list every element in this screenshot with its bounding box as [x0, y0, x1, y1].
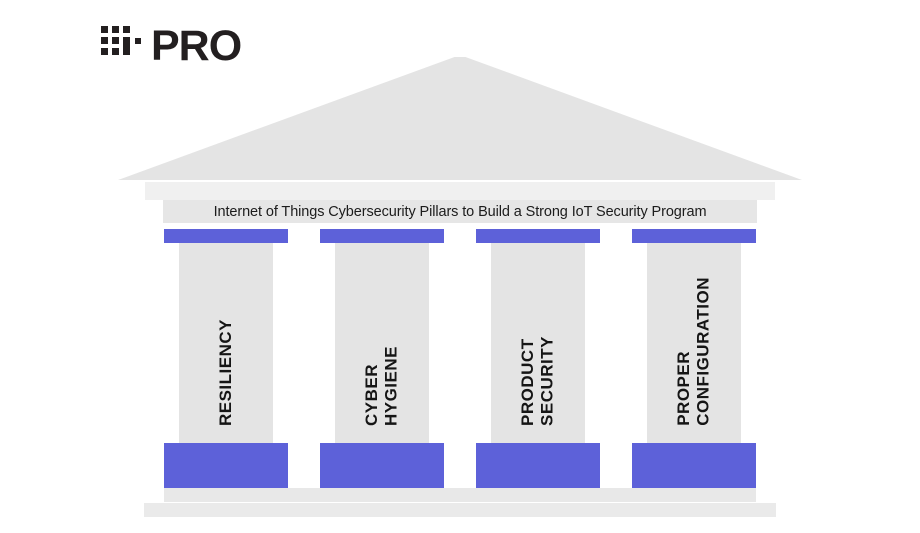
- i-pro-logo: PRO: [101, 22, 242, 71]
- pillar-base: [476, 443, 600, 488]
- temple-step-lower: [144, 503, 776, 517]
- pillar-cyber-hygiene: CYBER HYGIENE: [320, 229, 444, 488]
- banner-bar: Internet of Things Cybersecurity Pillars…: [163, 200, 757, 223]
- temple-roof-pediment: [118, 57, 802, 180]
- i-pro-logo-text: PRO: [151, 22, 242, 71]
- pillar-shaft: RESILIENCY: [179, 243, 273, 443]
- pillar-capital: [476, 229, 600, 243]
- pillar-capital: [632, 229, 756, 243]
- pillar-proper-configuration: PROPER CONFIGURATION: [632, 229, 756, 488]
- banner-title: Internet of Things Cybersecurity Pillars…: [213, 203, 707, 220]
- pillar-shaft: CYBER HYGIENE: [335, 243, 429, 443]
- temple-step-upper: [164, 488, 756, 502]
- pillar-label-proper-configuration: PROPER CONFIGURATION: [674, 277, 713, 426]
- temple-architrave: [145, 182, 775, 200]
- pillar-label-cyber-hygiene: CYBER HYGIENE: [362, 345, 401, 426]
- pillar-capital: [320, 229, 444, 243]
- pillar-base: [320, 443, 444, 488]
- pillar-resiliency: RESILIENCY: [164, 229, 288, 488]
- pillar-label-resiliency: RESILIENCY: [216, 318, 236, 426]
- pillar-label-product-security: PRODUCT SECURITY: [518, 336, 557, 426]
- pillar-shaft: PROPER CONFIGURATION: [647, 243, 741, 443]
- pillar-capital: [164, 229, 288, 243]
- pillar-base: [164, 443, 288, 488]
- pillar-shaft: PRODUCT SECURITY: [491, 243, 585, 443]
- pillar-base: [632, 443, 756, 488]
- pillar-product-security: PRODUCT SECURITY: [476, 229, 600, 488]
- i-pro-logo-mark-icon: [101, 26, 141, 55]
